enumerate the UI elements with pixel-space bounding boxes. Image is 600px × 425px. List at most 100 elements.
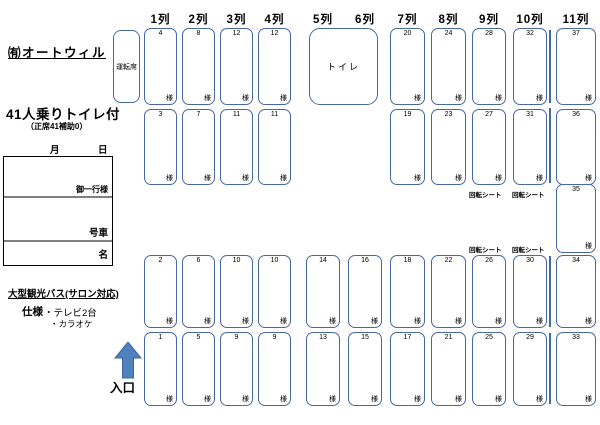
seat-number: 31 (526, 111, 534, 118)
seat-number: 8 (196, 30, 201, 37)
driver-seat-box: 運転席 (113, 30, 140, 103)
seat-number: 22 (444, 257, 453, 264)
seat-number: 5 (196, 334, 201, 341)
toilet-label: トイレ (326, 62, 360, 72)
seat-10: 10 様 (220, 255, 253, 328)
seat-number: 1 (158, 334, 163, 341)
guest-suffix: 様 (242, 396, 249, 403)
guest-suffix: 様 (204, 95, 211, 102)
rear-row-divider (549, 256, 551, 327)
seat-number: 24 (444, 30, 453, 37)
guest-suffix: 様 (166, 318, 173, 325)
seat-number: 36 (572, 111, 580, 118)
seat-number: 37 (572, 30, 580, 37)
bus-number-label: 号車 (88, 228, 108, 239)
column-header-3: 3列 (226, 14, 247, 26)
seat-11: 11 様 (258, 109, 291, 185)
seat-number: 21 (444, 334, 453, 341)
spec-label: 仕様 (22, 306, 43, 318)
guest-suffix: 様 (204, 396, 211, 403)
spec-item-karaoke: ・カラオケ (50, 319, 93, 329)
seat-number: 26 (485, 257, 493, 264)
column-header-10: 10列 (516, 14, 544, 26)
seat-number: 19 (403, 111, 412, 118)
toilet-box: トイレ (309, 28, 378, 105)
seat-number: 11 (270, 111, 279, 118)
guest-suffix: 様 (414, 318, 421, 325)
seat-number: 16 (361, 257, 369, 264)
seat-number: 18 (403, 257, 412, 264)
guest-suffix: 様 (242, 95, 249, 102)
guest-suffix: 様 (166, 175, 173, 182)
guest-suffix: 様 (495, 175, 502, 182)
seat-number: 4 (158, 30, 163, 37)
seat-number: 11 (232, 111, 241, 118)
seat-21: 21 様 (431, 332, 466, 406)
column-header-8: 8列 (438, 14, 459, 26)
guest-suffix: 様 (280, 95, 287, 102)
entrance-arrow-icon (114, 342, 142, 379)
guest-suffix: 様 (204, 318, 211, 325)
guest-suffix: 様 (371, 318, 378, 325)
rear-row-divider (549, 30, 551, 103)
guest-suffix: 様 (585, 396, 592, 403)
guest-suffix: 様 (455, 318, 462, 325)
guest-suffix: 様 (414, 95, 421, 102)
spec-item-tv: ・テレビ2台 (44, 308, 97, 319)
column-header-6: 6列 (355, 14, 375, 26)
guest-suffix: 様 (495, 95, 502, 102)
seat-27: 27 様 (472, 109, 506, 185)
seat-number: 34 (572, 257, 580, 264)
guest-suffix: 様 (242, 318, 249, 325)
seat-18: 18 様 (390, 255, 425, 328)
seat-number: 28 (485, 30, 493, 37)
seat-33: 33 様 (556, 332, 596, 406)
seat-10: 10 様 (258, 255, 291, 328)
seat-number: 33 (572, 334, 580, 341)
day-label: 日 (98, 145, 108, 156)
column-header-5: 5列 (313, 14, 333, 26)
guest-suffix: 様 (585, 175, 592, 182)
party-label: 御一行様 (76, 185, 108, 194)
seat-number: 10 (232, 257, 241, 264)
seat-number: 9 (234, 334, 239, 341)
seat-36: 36 様 (556, 109, 596, 185)
guest-suffix: 様 (280, 175, 287, 182)
party-name-row: 御一行様 (4, 157, 112, 198)
seat-number: 27 (485, 111, 493, 118)
rotating-seat-label: 回転シート (469, 247, 502, 254)
seat-number: 10 (270, 257, 279, 264)
column-header-4: 4列 (264, 14, 285, 26)
rotating-seat-label: 回転シート (469, 192, 502, 199)
guest-suffix: 様 (455, 396, 462, 403)
column-header-1: 1列 (150, 14, 171, 26)
guest-suffix: 様 (371, 396, 378, 403)
guest-suffix: 様 (280, 318, 287, 325)
guest-suffix: 様 (455, 95, 462, 102)
seat-number: 7 (196, 111, 201, 118)
seat-16: 16 様 (348, 255, 382, 328)
seat-number: 35 (572, 186, 580, 193)
guest-suffix: 様 (166, 396, 173, 403)
bus-type-title: 大型観光バス(サロン対応) (8, 289, 119, 300)
